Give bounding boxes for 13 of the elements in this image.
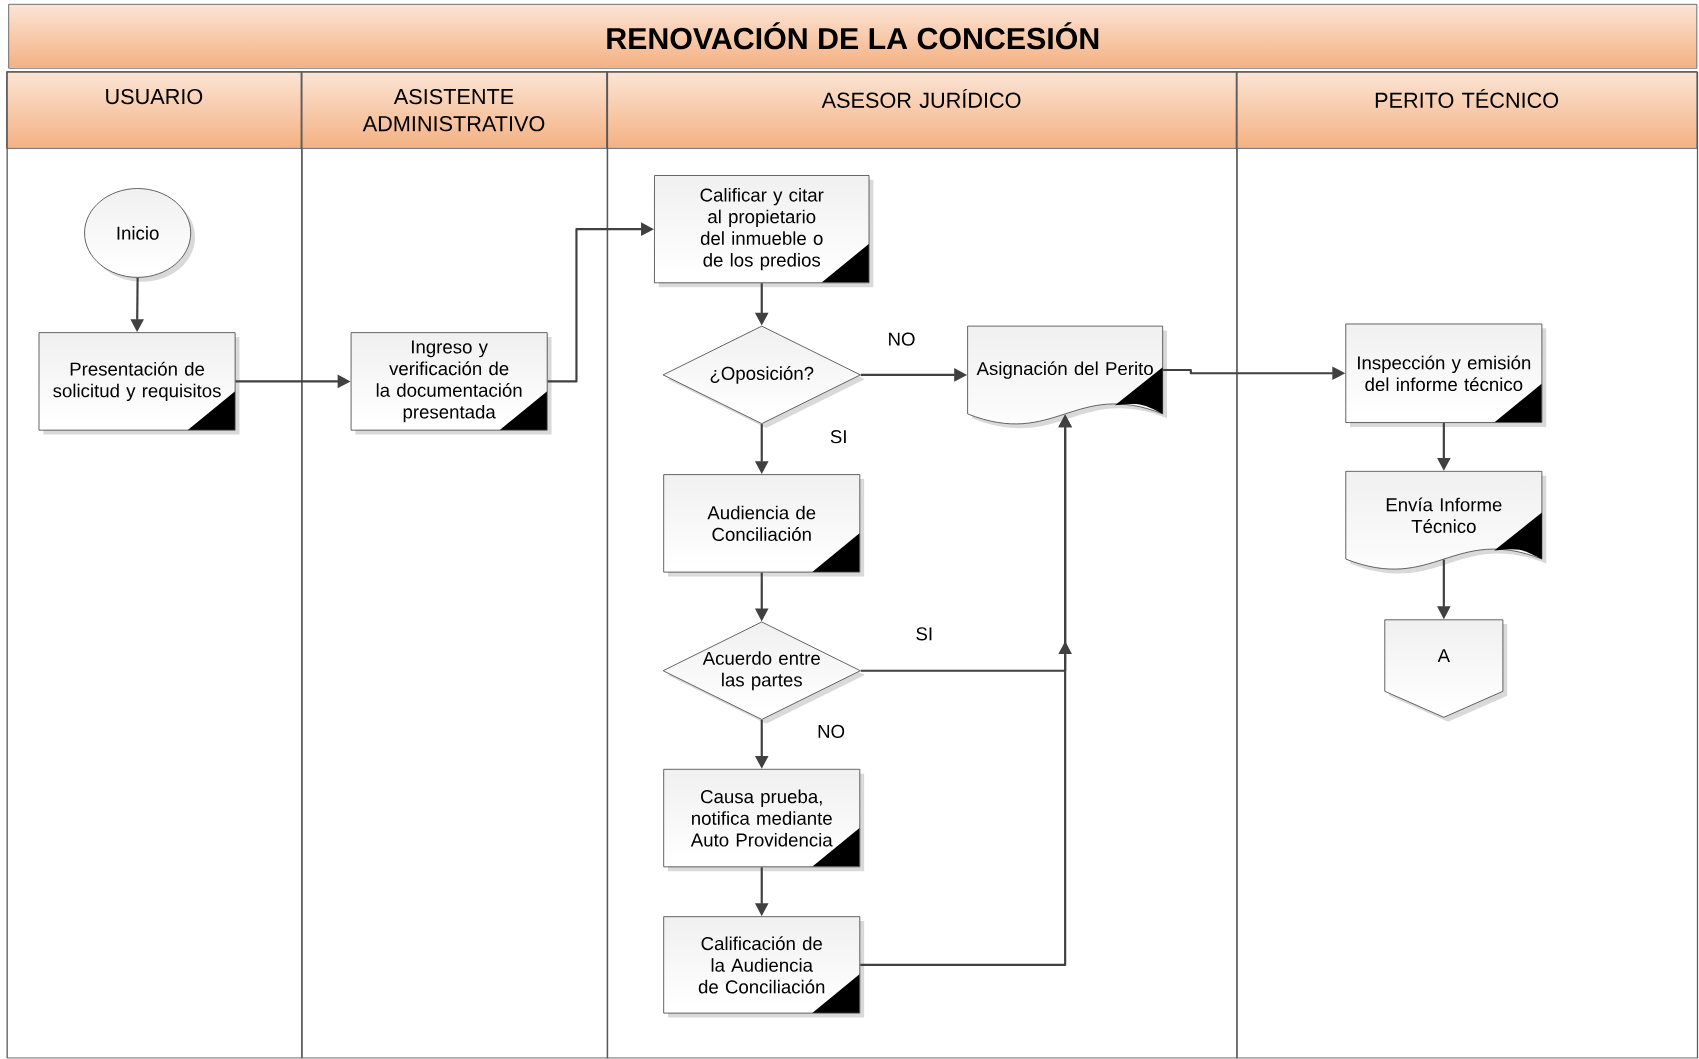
edge-label: SI [913, 625, 936, 643]
off-page-connector: A [1384, 619, 1508, 722]
process-box: Ingreso y verificación de la documentación presentada [350, 332, 552, 435]
process-box: Inspección y emisión del informe técnico [1345, 323, 1547, 428]
edge-label: NO [885, 330, 918, 349]
edge-label: NO [814, 722, 848, 741]
process-box: Calificación de la Audiencia de Conciliación [663, 916, 865, 1018]
title-band: RENOVACIÓN DE LA CONCESIÓN [8, 4, 1698, 69]
edge-label: SI [827, 428, 850, 446]
process-box: Calificar y citar al propietario del inmueble o de los predios [654, 175, 874, 288]
process-box: Presentación de solicitud y requisitos [38, 332, 240, 435]
process-box: Causa prueba, notifica mediante Auto Providencia [663, 769, 865, 872]
process-box: Audiencia de Conciliación [663, 474, 865, 577]
